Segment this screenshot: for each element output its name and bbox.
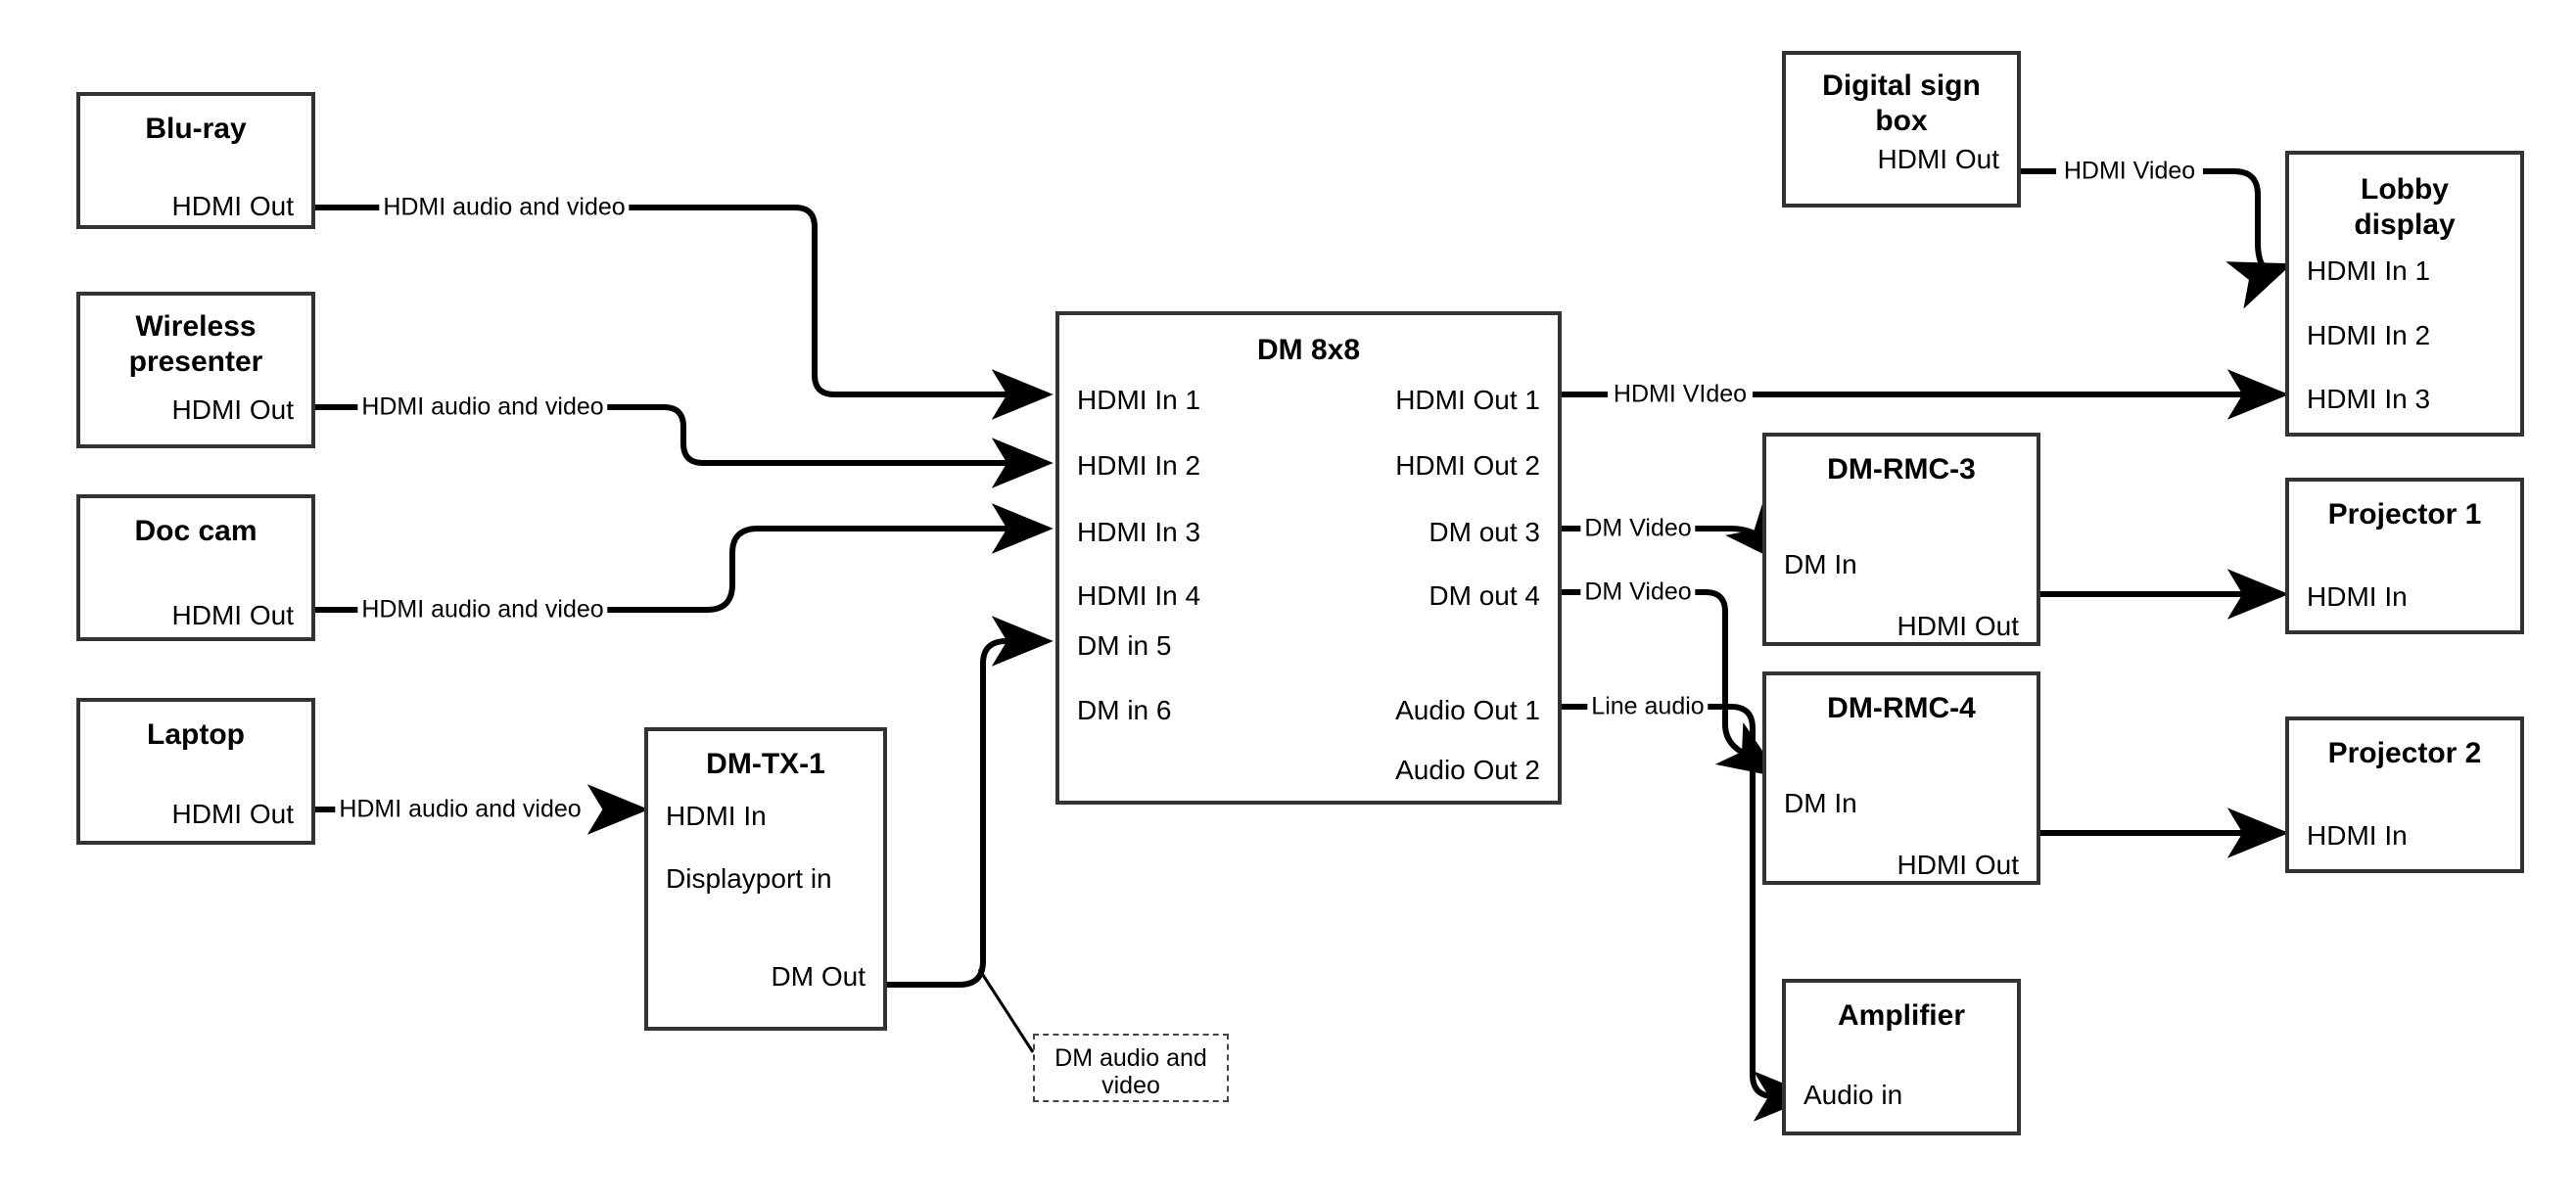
edge-label-wireless-to-dm8x8: HDMI audio and video	[357, 393, 608, 422]
node-dm-8x8-output-audio-out-1[interactable]: Audio Out 1	[1395, 695, 1540, 725]
node-laptop-port-hdmi-out[interactable]: HDMI Out	[171, 799, 294, 829]
node-dm-rmc-3-title: DM-RMC-3	[1827, 453, 1976, 485]
wire-sign-to-lobby-hdmi-in-1	[2203, 168, 2293, 309]
edge-label-bluray-to-dm8x8: HDMI audio and video	[379, 193, 630, 222]
node-dm-8x8-title: DM 8x8	[1256, 334, 1361, 366]
node-bluray-title: Blu-ray	[145, 113, 247, 145]
node-dm-tx-1-port-hdmi-in[interactable]: HDMI In	[666, 801, 767, 831]
node-digital-sign-box[interactable]: Digital sign box HDMI Out	[1782, 51, 2021, 208]
node-bluray-port-hdmi-out[interactable]: HDMI Out	[171, 191, 294, 221]
node-laptop-title: Laptop	[147, 718, 245, 751]
edge-label-dm8x8-to-rmc4: DM Video	[1580, 577, 1696, 607]
node-projector-2-port-hdmi-in[interactable]: HDMI In	[2307, 820, 2408, 851]
node-dm-rmc-4-port-hdmi-out[interactable]: HDMI Out	[1897, 850, 2019, 880]
node-lobby-display-title-line1: Lobby	[2361, 173, 2449, 206]
node-lobby-display-title-line2: display	[2354, 208, 2456, 241]
wire-dmtx1-to-dm8x8-dm-in-5	[887, 616, 1054, 988]
node-dm-8x8-input-hdmi-in-4[interactable]: HDMI In 4	[1077, 580, 1201, 611]
node-amplifier-port-audio-in[interactable]: Audio in	[1803, 1080, 1903, 1110]
note-dm-audio-and-video-line1: DM audio and	[1054, 1044, 1207, 1072]
node-dm-rmc-4-port-dm-in[interactable]: DM In	[1784, 788, 1857, 818]
note-dm-audio-and-video: DM audio and video	[1033, 1034, 1229, 1102]
node-digital-sign-box-title-line1: Digital sign	[1822, 69, 1981, 102]
node-dm-8x8-input-hdmi-in-1[interactable]: HDMI In 1	[1077, 385, 1201, 415]
node-doc-cam-port-hdmi-out[interactable]: HDMI Out	[171, 600, 294, 630]
node-digital-sign-box-port-hdmi-out[interactable]: HDMI Out	[1877, 144, 1999, 174]
wire-dm8x8-to-rmc4	[1671, 589, 1781, 778]
node-projector-1-port-hdmi-in[interactable]: HDMI In	[2307, 581, 2408, 612]
node-dm-8x8[interactable]: DM 8x8 HDMI In 1 HDMI In 2 HDMI In 3 HDM…	[1055, 311, 1562, 805]
node-lobby-display-input-hdmi-in-1[interactable]: HDMI In 1	[2307, 255, 2431, 286]
node-dm-tx-1-port-dm-out[interactable]: DM Out	[771, 961, 866, 992]
node-dm-tx-1[interactable]: DM-TX-1 HDMI In Displayport in DM Out	[644, 727, 887, 1031]
node-projector-1-title: Projector 1	[2327, 498, 2482, 531]
node-dm-rmc-3-port-hdmi-out[interactable]: HDMI Out	[1897, 611, 2019, 641]
node-bluray[interactable]: Blu-ray HDMI Out	[76, 92, 315, 229]
edge-label-sign-to-lobby-hdmi-in-1: HDMI Video	[2059, 157, 2200, 186]
node-lobby-display-input-hdmi-in-3[interactable]: HDMI In 3	[2307, 384, 2431, 414]
node-dm-rmc-4-title: DM-RMC-4	[1827, 692, 1976, 724]
node-wireless-presenter-title-line1: Wireless	[135, 310, 257, 343]
edge-label-laptop-to-dmtx1: HDMI audio and video	[335, 795, 585, 824]
node-dm-rmc-3[interactable]: DM-RMC-3 DM In HDMI Out	[1762, 433, 2040, 646]
node-lobby-display-input-hdmi-in-2[interactable]: HDMI In 2	[2307, 320, 2431, 350]
node-projector-2-title: Projector 2	[2327, 737, 2482, 769]
node-doc-cam[interactable]: Doc cam HDMI Out	[76, 494, 315, 641]
node-wireless-presenter[interactable]: Wireless presenter HDMI Out	[76, 292, 315, 448]
node-projector-2[interactable]: Projector 2 HDMI In	[2285, 716, 2524, 873]
node-dm-8x8-output-hdmi-out-1[interactable]: HDMI Out 1	[1395, 385, 1540, 415]
node-laptop[interactable]: Laptop HDMI Out	[76, 698, 315, 845]
node-doc-cam-title: Doc cam	[134, 515, 258, 547]
node-lobby-display[interactable]: Lobby display HDMI In 1 HDMI In 2 HDMI I…	[2285, 151, 2524, 437]
node-projector-1[interactable]: Projector 1 HDMI In	[2285, 478, 2524, 634]
edge-label-doccam-to-dm8x8: HDMI audio and video	[357, 595, 608, 624]
node-digital-sign-box-title-line2: box	[1875, 105, 1928, 137]
node-dm-8x8-input-hdmi-in-2[interactable]: HDMI In 2	[1077, 450, 1201, 481]
wire-wireless-to-dm8x8-hdmi-in-2b	[605, 404, 1054, 488]
edge-label-dm8x8-to-lobby-hdmi-in-3: HDMI VIdeo	[1609, 380, 1752, 409]
node-dm-8x8-input-dm-in-6[interactable]: DM in 6	[1077, 695, 1172, 725]
node-amplifier-title: Amplifier	[1837, 999, 1966, 1032]
node-dm-rmc-3-port-dm-in[interactable]: DM In	[1784, 549, 1857, 579]
edge-label-dm8x8-to-amplifier: Line audio	[1587, 692, 1709, 721]
node-dm-8x8-input-hdmi-in-3[interactable]: HDMI In 3	[1077, 517, 1201, 547]
node-wireless-presenter-title-line2: presenter	[128, 346, 263, 378]
node-dm-8x8-output-audio-out-2[interactable]: Audio Out 2	[1395, 755, 1540, 785]
edge-label-dm8x8-to-rmc3: DM Video	[1580, 514, 1696, 543]
node-dm-8x8-output-hdmi-out-2[interactable]: HDMI Out 2	[1395, 450, 1540, 481]
wire-doccam-to-dm8x8-hdmi-in-3b	[605, 503, 1054, 613]
node-dm-8x8-output-dm-out-3[interactable]: DM out 3	[1429, 517, 1540, 547]
node-dm-rmc-4[interactable]: DM-RMC-4 DM In HDMI Out	[1762, 671, 2040, 885]
note-dm-audio-and-video-line2: video	[1101, 1072, 1160, 1099]
node-dm-8x8-input-dm-in-5[interactable]: DM in 5	[1077, 630, 1172, 661]
node-amplifier[interactable]: Amplifier Audio in	[1782, 979, 2021, 1135]
node-dm-tx-1-port-displayport-in[interactable]: Displayport in	[666, 863, 832, 894]
node-dm-tx-1-title: DM-TX-1	[706, 748, 825, 780]
node-wireless-presenter-port-hdmi-out[interactable]: HDMI Out	[171, 394, 294, 425]
wire-callout-leader	[977, 968, 1035, 1053]
wire-bluray-to-dm8x8-hdmi-in-1b	[627, 205, 1054, 420]
node-dm-8x8-output-dm-out-4[interactable]: DM out 4	[1429, 580, 1540, 611]
